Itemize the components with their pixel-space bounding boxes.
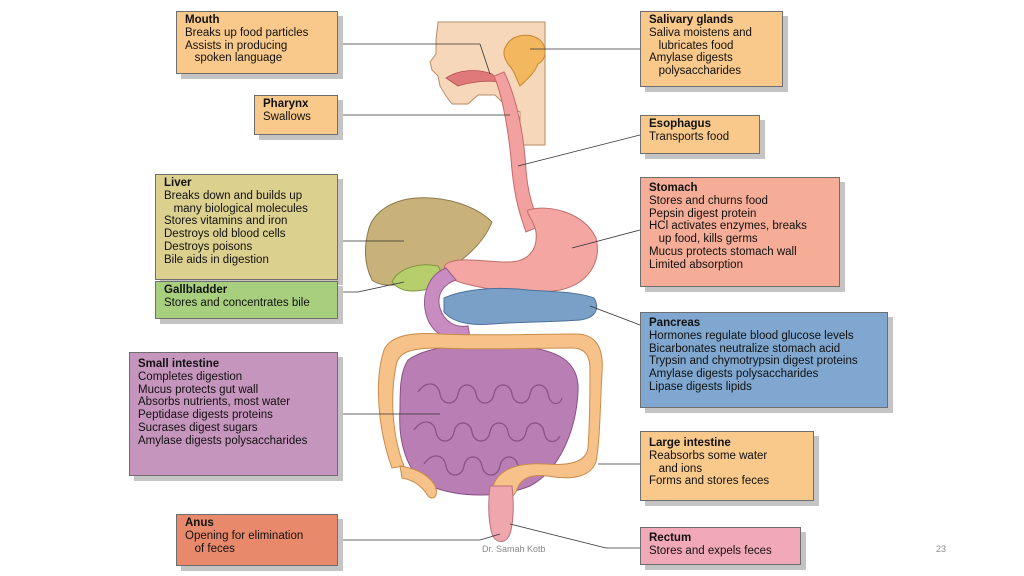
- liver-line: Breaks down and builds up: [164, 189, 303, 202]
- salivary-glands-line: Saliva moistens and: [649, 26, 752, 39]
- pancreas-line: Amylase digests polysaccharides: [649, 368, 819, 381]
- small-intestine-line: Sucrases digest sugars: [138, 421, 258, 434]
- pancreas-line: Trypsin and chymotrypsin digest proteins: [649, 355, 858, 368]
- pancreas-line: Lipase digests lipids: [649, 380, 752, 393]
- small-intestine-line: Mucus protects gut wall: [138, 383, 259, 396]
- anus-line: Opening for elimination: [185, 529, 304, 542]
- mouth-title: Mouth: [185, 14, 220, 26]
- large-intestine-label: Large intestine Reabsorbs some water and…: [640, 431, 814, 501]
- stomach-line: Pepsin digest protein: [649, 207, 757, 220]
- salivary-glands-title: Salivary glands: [649, 14, 734, 26]
- rectum-title: Rectum: [649, 532, 692, 544]
- duodenum-shape: [424, 267, 471, 340]
- mouth-label: Mouth Breaks up food particles Assists i…: [176, 11, 338, 74]
- gallbladder-line: Stores and concentrates bile: [164, 296, 310, 309]
- gallbladder-title: Gallbladder: [164, 284, 228, 296]
- stomach-label: Stomach Stores and churns food Pepsin di…: [640, 177, 840, 287]
- leader-lines: [258, 43, 641, 549]
- esophagus-label: Esophagus Transports food: [640, 115, 760, 154]
- footer-author: Dr. Samah Kotb: [482, 544, 546, 554]
- pancreas-line: Hormones regulate blood glucose levels: [649, 329, 854, 342]
- pharynx-title: Pharynx: [263, 98, 309, 110]
- mouth-line: spoken language: [185, 52, 283, 65]
- esophagus-line: Transports food: [649, 130, 730, 143]
- salivary-gland-shape: [503, 34, 546, 87]
- stomach-line: Stores and churns food: [649, 194, 768, 207]
- gallbladder-label: Gallbladder Stores and concentrates bile: [155, 281, 338, 319]
- pharynx-line: Swallows: [263, 110, 311, 123]
- anus-title: Anus: [185, 517, 214, 529]
- anus-line: of feces: [185, 542, 235, 555]
- mouth-line: Breaks up food particles: [185, 26, 309, 39]
- salivary-glands-line: lubricates food: [649, 39, 734, 52]
- stomach-line: Mucus protects stomach wall: [649, 245, 797, 258]
- appendix-shape: [399, 465, 437, 499]
- large-intestine-title: Large intestine: [649, 437, 731, 449]
- pancreas-label: Pancreas Hormones regulate blood glucose…: [640, 312, 888, 408]
- liver-label: Liver Breaks down and builds up many bio…: [155, 174, 338, 280]
- small-intestine-label: Small intestine Completes digestion Mucu…: [129, 352, 338, 476]
- salivary-glands-label: Salivary glands Saliva moistens and lubr…: [640, 11, 783, 87]
- mouth-line: Assists in producing: [185, 39, 288, 52]
- anus-label: Anus Opening for elimination of feces: [176, 514, 338, 566]
- large-intestine-line: Forms and stores feces: [649, 475, 770, 488]
- small-intestine-line: Completes digestion: [138, 370, 243, 383]
- small-intestine-line: Amylase digests polysaccharides: [138, 434, 308, 447]
- pancreas-title: Pancreas: [649, 317, 701, 329]
- salivary-glands-line: polysaccharides: [649, 65, 742, 78]
- page-number: 23: [936, 544, 947, 554]
- liver-shape: [364, 197, 493, 286]
- liver-title: Liver: [164, 177, 192, 189]
- rectum-line: Stores and expels feces: [649, 544, 772, 557]
- large-intestine-line: and ions: [649, 462, 703, 475]
- stomach-line: HCl activates enzymes, breaks: [649, 220, 807, 233]
- small-intestine-title: Small intestine: [138, 358, 220, 370]
- liver-line: Destroys poisons: [164, 240, 253, 253]
- small-intestine-line: Peptidase digests proteins: [138, 409, 273, 422]
- rectum-shape: [488, 485, 514, 542]
- pharynx-label: Pharynx Swallows: [254, 95, 338, 135]
- stomach-line: up food, kills germs: [649, 233, 758, 246]
- stomach-title: Stomach: [649, 182, 698, 194]
- esophagus-title: Esophagus: [649, 118, 711, 130]
- pancreas-shape: [443, 287, 598, 325]
- salivary-glands-line: Amylase digests: [649, 52, 733, 65]
- liver-line: Destroys old blood cells: [164, 228, 286, 241]
- small-intestine-line: Absorbs nutrients, most water: [138, 396, 291, 409]
- liver-line: Bile aids in digestion: [164, 253, 269, 266]
- large-intestine-line: Reabsorbs some water: [649, 449, 768, 462]
- liver-line: Stores vitamins and iron: [164, 215, 288, 228]
- stomach-line: Limited absorption: [649, 258, 743, 271]
- rectum-label: Rectum Stores and expels feces: [640, 527, 801, 565]
- pancreas-line: Bicarbonates neutralize stomach acid: [649, 342, 841, 355]
- liver-line: many biological molecules: [164, 202, 308, 215]
